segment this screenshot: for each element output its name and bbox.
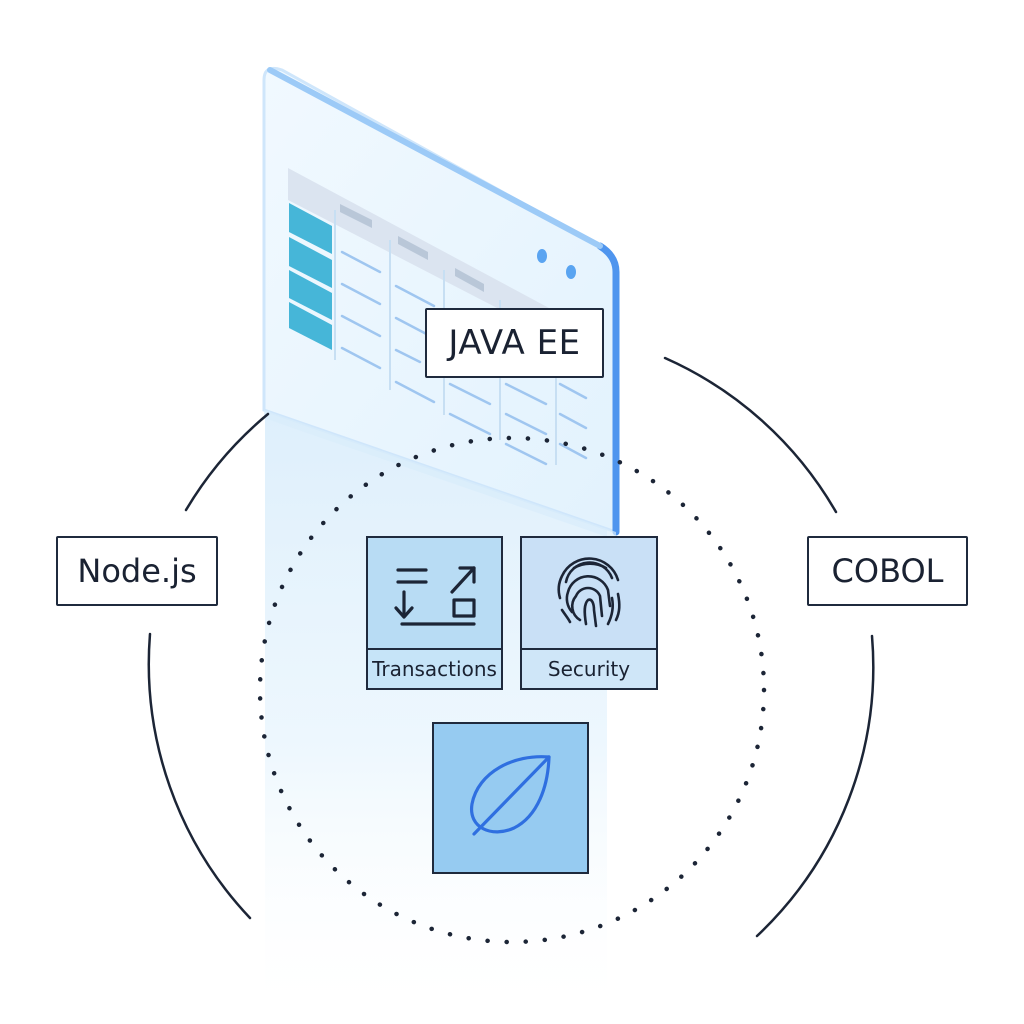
- transactions-tile: Transactions: [366, 536, 503, 690]
- window-dot-1: [537, 249, 547, 263]
- fingerprint-icon: [522, 538, 656, 650]
- security-caption: Security: [522, 648, 656, 688]
- window-dot-2: [566, 265, 576, 279]
- transfer-arrows-icon: [368, 538, 501, 650]
- inner-dotted-ring: [257, 435, 767, 945]
- transactions-caption: Transactions: [368, 648, 501, 688]
- sidebar-blocks: [289, 203, 332, 350]
- leaf-icon: [434, 724, 587, 872]
- security-tile: Security: [520, 536, 658, 690]
- java-ee-label: JAVA EE: [425, 308, 604, 378]
- nodejs-label: Node.js: [56, 536, 218, 606]
- cobol-label: COBOL: [807, 536, 968, 606]
- sustainability-tile: [432, 722, 589, 874]
- outer-ring: [147, 356, 875, 938]
